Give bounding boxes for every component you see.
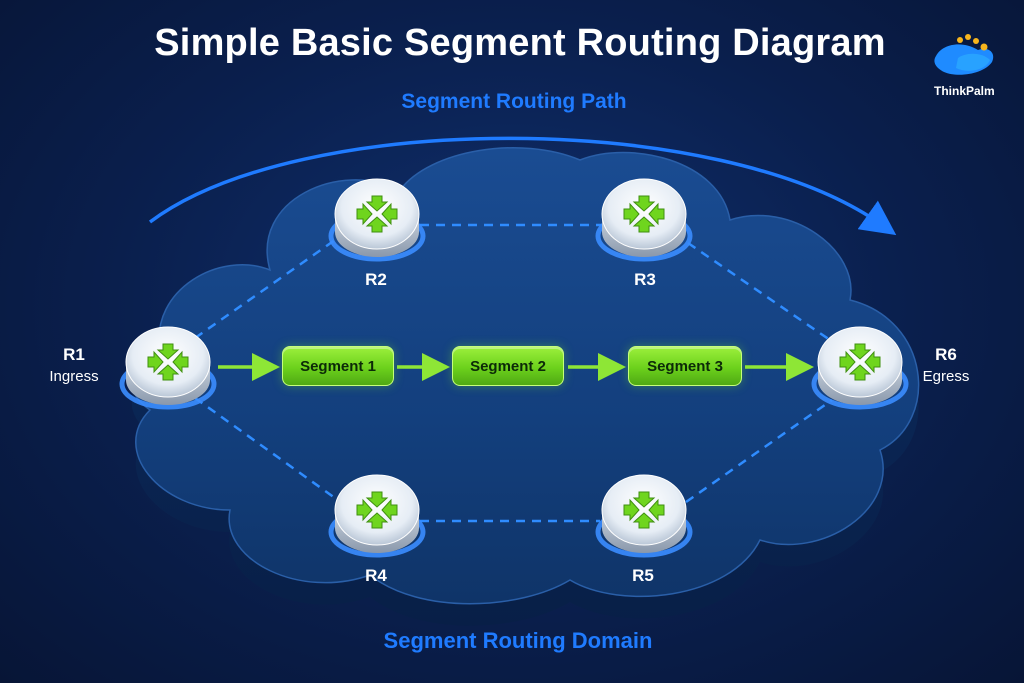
router-r1-role: Ingress (49, 368, 99, 385)
router-r5-icon (595, 474, 693, 558)
router-links (194, 223, 833, 523)
segment-routing-domain-label: Segment Routing Domain (383, 628, 653, 653)
thinkpalm-logo (934, 34, 994, 75)
link-r1-r2 (194, 238, 336, 340)
segment-routing-path-arrow (148, 136, 897, 236)
brand-name: ThinkPalm (934, 84, 995, 98)
page-title: Simple Basic Segment Routing Diagram (154, 22, 886, 64)
router-r6-name: R6 (935, 345, 957, 364)
segment-2-box: Segment 2 (452, 346, 564, 386)
router-r2-icon (328, 178, 426, 262)
router-r5-name: R5 (632, 566, 654, 585)
router-r3-icon (595, 178, 693, 262)
router-r1-label: R1 Ingress (29, 345, 119, 385)
link-r5-r6 (685, 398, 833, 504)
router-r6-icon (811, 326, 909, 410)
router-r6-label: R6 Egress (901, 345, 991, 385)
router-r3-name: R3 (634, 270, 656, 289)
segment-1-box: Segment 1 (282, 346, 394, 386)
routers (119, 178, 909, 558)
router-r1-icon (119, 326, 217, 410)
router-r2-name: R2 (365, 270, 387, 289)
link-r3-r6 (687, 241, 831, 342)
link-r1-r4 (194, 396, 336, 500)
router-r4-name: R4 (365, 566, 387, 585)
segment-3-box: Segment 3 (628, 346, 742, 386)
segment-routing-path-label: Segment Routing Path (401, 90, 627, 113)
router-r1-name: R1 (63, 345, 85, 364)
router-r6-role: Egress (922, 368, 970, 385)
router-r4-icon (328, 474, 426, 558)
